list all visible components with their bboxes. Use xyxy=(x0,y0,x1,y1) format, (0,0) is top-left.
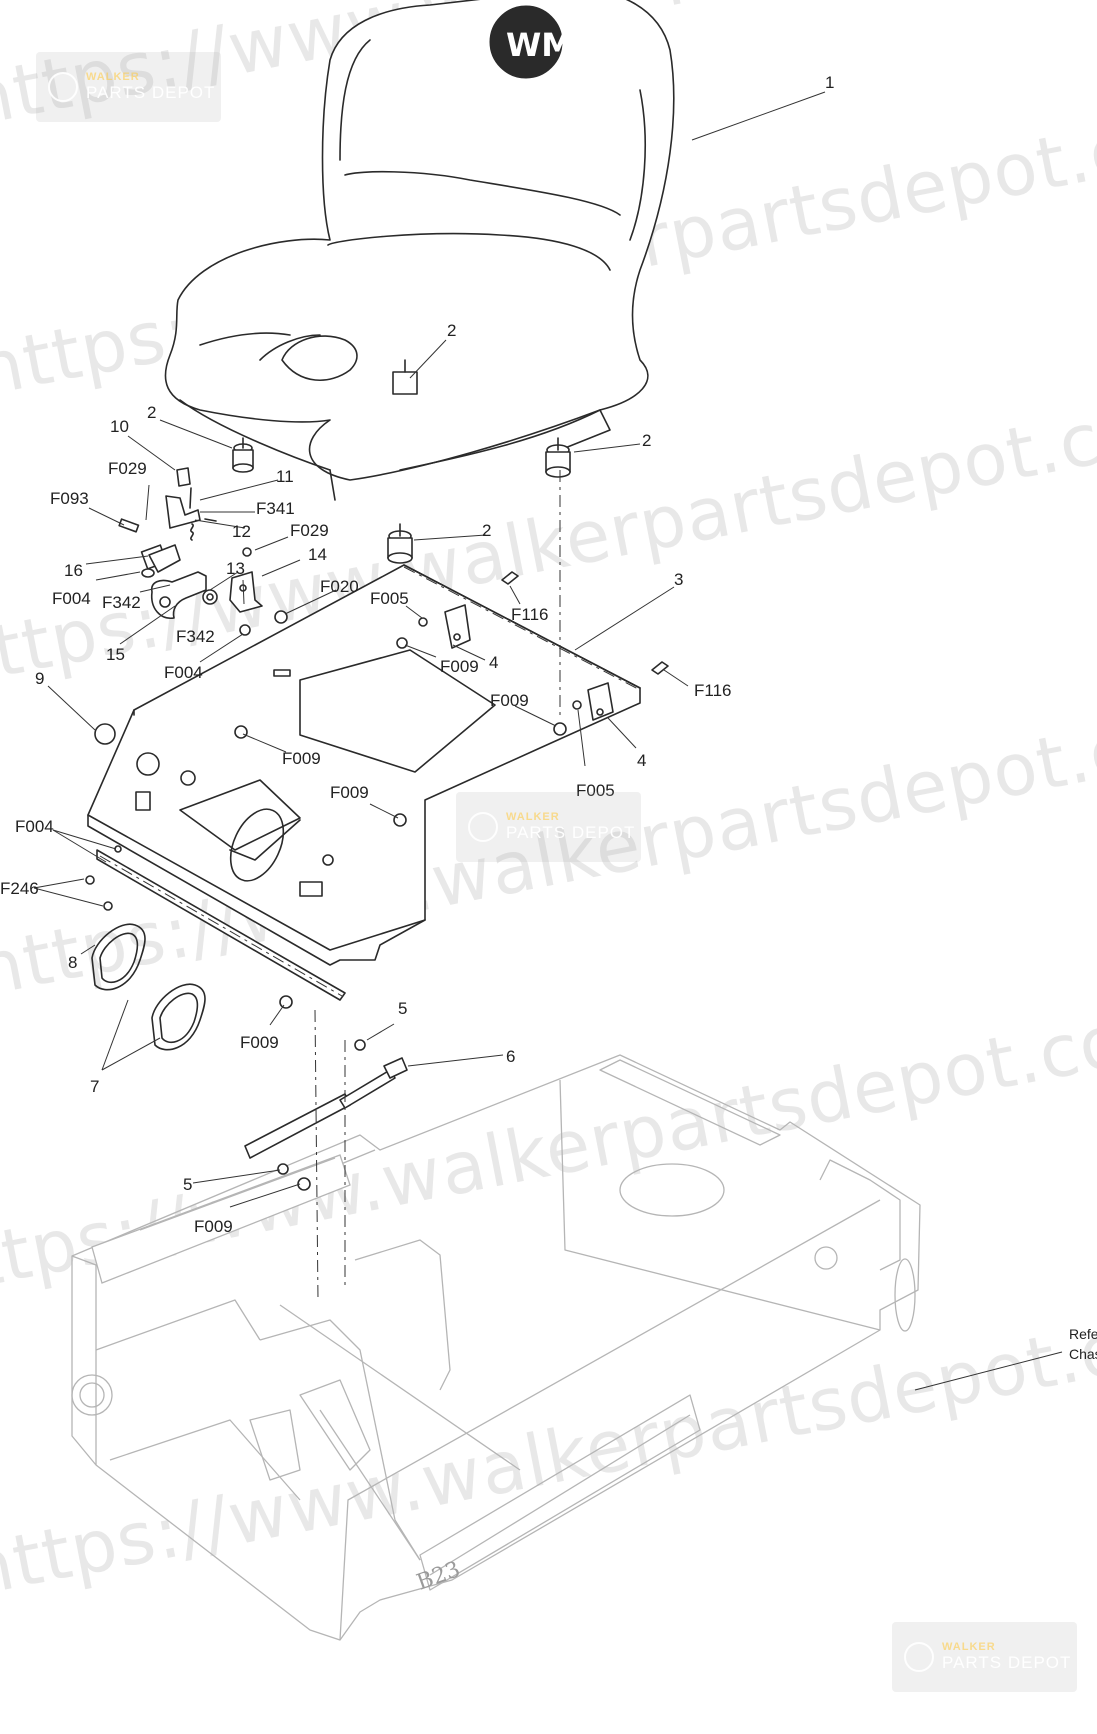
callout-4: 4 xyxy=(489,653,498,672)
callout-3: 3 xyxy=(674,570,683,589)
callouts: 1 2 2 2 2 3 4 4 5 5 6 7 8 9 10 11 12 13 … xyxy=(0,73,834,1236)
callout-F009: F009 xyxy=(490,691,529,710)
callout-12: 12 xyxy=(232,522,251,541)
walker-badge-icon xyxy=(904,1642,934,1672)
callout-F009: F009 xyxy=(240,1033,279,1052)
callout-F342: F342 xyxy=(102,593,141,612)
callout-F004: F004 xyxy=(52,589,91,608)
seat-assembly: WM xyxy=(164,0,675,501)
callout-14: 14 xyxy=(308,545,327,564)
reference-note-line1: Refe xyxy=(1069,1326,1097,1342)
badge-line2: PARTS DEPOT xyxy=(942,1652,1072,1672)
callout-1: 1 xyxy=(825,73,834,92)
callout-F341: F341 xyxy=(256,499,295,518)
callout-4: 4 xyxy=(637,751,646,770)
gas-strut xyxy=(244,995,408,1191)
callout-F246: F246 xyxy=(0,879,39,898)
callout-F116: F116 xyxy=(694,681,732,700)
callout-F004: F004 xyxy=(164,663,203,682)
callout-F009: F009 xyxy=(440,657,479,676)
callout-2: 2 xyxy=(147,403,156,422)
chassis-stamp: B23 xyxy=(414,1557,464,1596)
badge-line1: WALKER xyxy=(86,71,140,84)
chassis-reference: B23 xyxy=(71,1054,1063,1641)
callout-16: 16 xyxy=(64,561,83,580)
callout-7: 7 xyxy=(90,1077,99,1096)
seat-pan xyxy=(87,564,669,966)
walker-badge-icon xyxy=(48,72,78,102)
walker-badge-icon xyxy=(468,812,498,842)
callout-F004: F004 xyxy=(15,817,54,836)
callout-2: 2 xyxy=(642,431,651,450)
callout-F093: F093 xyxy=(50,489,89,508)
callout-F005: F005 xyxy=(576,781,615,800)
callout-F020: F020 xyxy=(320,577,359,596)
callout-F342: F342 xyxy=(176,627,215,646)
callout-10: 10 xyxy=(110,417,129,436)
callout-F029: F029 xyxy=(290,521,329,540)
assembly-lines xyxy=(314,470,561,1301)
reference-note-line2: Chas xyxy=(1069,1346,1097,1362)
callout-5: 5 xyxy=(398,999,407,1018)
callout-F029: F029 xyxy=(108,459,147,478)
seat-logo-text: WM xyxy=(506,26,573,64)
callout-13: 13 xyxy=(226,559,245,578)
callout-15: 15 xyxy=(106,645,125,664)
callout-8: 8 xyxy=(68,953,77,972)
callout-F009: F009 xyxy=(282,749,321,768)
callout-2: 2 xyxy=(482,521,491,540)
leader-lines xyxy=(33,91,826,1208)
callout-F005: F005 xyxy=(370,589,409,608)
callout-F009: F009 xyxy=(194,1217,233,1236)
callout-6: 6 xyxy=(506,1047,515,1066)
latch-hardware xyxy=(94,467,288,745)
callout-F116: F116 xyxy=(511,605,549,624)
callout-5: 5 xyxy=(183,1175,192,1194)
callout-11: 11 xyxy=(276,467,294,486)
callout-F009: F009 xyxy=(330,783,369,802)
callout-9: 9 xyxy=(35,669,44,688)
reference-note: Refe Chas xyxy=(1069,1324,1097,1364)
badge-line2: PARTS DEPOT xyxy=(86,82,216,102)
badge-line2: PARTS DEPOT xyxy=(506,822,636,842)
walker-logo-icon xyxy=(489,5,563,79)
hinge-strip xyxy=(85,845,346,1051)
badge-line1: WALKER xyxy=(506,811,560,824)
badge-line1: WALKER xyxy=(942,1641,996,1654)
callout-2: 2 xyxy=(447,321,456,340)
shock-mounts xyxy=(232,359,571,564)
